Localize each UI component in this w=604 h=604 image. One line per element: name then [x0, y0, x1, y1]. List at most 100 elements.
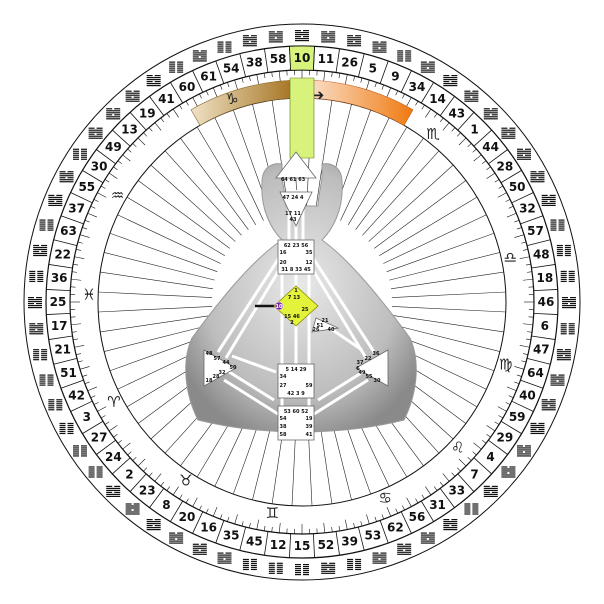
gate-divider	[400, 70, 412, 93]
ego-gate-label-40: 40	[328, 327, 335, 333]
tick-mark	[506, 212, 517, 218]
gate-divider	[192, 70, 204, 93]
hexagram-icon	[33, 244, 48, 257]
tick-mark	[256, 74, 259, 85]
spoke-line	[98, 306, 213, 313]
gate-number: 60	[179, 80, 196, 94]
gate-number: 32	[519, 202, 536, 216]
gate-number: 57	[527, 224, 544, 238]
gate-divider	[215, 520, 225, 544]
tick-mark	[353, 75, 355, 81]
gate-divider	[439, 96, 455, 116]
tick-mark	[82, 227, 88, 230]
gate-divider	[239, 53, 247, 78]
tick-mark	[527, 271, 533, 273]
hexagram-icon	[88, 127, 103, 139]
tick-mark	[514, 381, 520, 385]
tick-mark	[227, 82, 230, 88]
gate-divider	[379, 60, 389, 84]
gate-divider	[420, 500, 434, 522]
tick-mark	[433, 113, 438, 118]
sp-gate-label-49: 49	[359, 370, 366, 376]
tick-mark	[143, 467, 148, 472]
tick-mark	[506, 386, 517, 392]
hexagram-icon	[443, 74, 458, 87]
tick-mark	[505, 199, 511, 202]
gate-number: 9	[391, 70, 399, 84]
tick-mark	[458, 458, 467, 467]
tick-mark	[386, 87, 392, 98]
tick-mark	[132, 456, 137, 461]
gate-number: 20	[179, 510, 196, 524]
gate-divider	[215, 60, 225, 84]
hexagram-icon	[169, 532, 184, 544]
tick-mark	[249, 75, 251, 81]
gate-number: 48	[533, 247, 550, 261]
tick-mark	[108, 172, 118, 179]
tick-mark	[381, 514, 385, 520]
tick-mark	[508, 395, 514, 399]
gate-number: 18	[536, 271, 553, 285]
gate-number: 49	[105, 140, 122, 154]
gate-number: 41	[158, 92, 175, 106]
g-marker	[274, 301, 284, 311]
hexagram-icon	[217, 41, 232, 53]
ajna-center	[279, 191, 313, 227]
gate-divider	[170, 82, 184, 104]
gate-divider	[526, 357, 551, 365]
hexagram-icon	[28, 297, 42, 309]
gate-number: 23	[139, 484, 156, 498]
gate-number: 36	[51, 271, 68, 285]
left-arc	[190, 79, 303, 126]
gate-number: 10	[294, 51, 311, 65]
spoke-line	[214, 117, 264, 221]
tick-mark	[395, 508, 399, 514]
ajna-gate-labels-2: 17 11	[285, 211, 301, 217]
hexagram-icon	[48, 194, 63, 207]
spleen-gate-label-50: 50	[230, 365, 237, 371]
tick-mark	[172, 486, 179, 496]
highlight-beam	[289, 77, 315, 159]
pisces-glyph: ♓	[82, 286, 95, 304]
spoke-line	[117, 214, 221, 264]
gate-divider	[264, 531, 269, 556]
tick-mark	[205, 90, 209, 96]
tick-mark	[100, 185, 106, 189]
tick-mark	[415, 100, 419, 106]
gate-number: 54	[223, 62, 240, 76]
spoke-line	[100, 314, 214, 333]
gate-divider	[46, 289, 71, 292]
ajna-gate-labels-1: 47 24 4	[283, 195, 304, 201]
ego-gate-label-26: 26	[313, 327, 320, 333]
spleen-gate-label-57: 57	[214, 356, 221, 362]
gate-number: 47	[533, 343, 550, 357]
gate-number: 2	[125, 468, 133, 482]
gate-divider	[96, 439, 116, 455]
tick-mark	[93, 402, 99, 405]
hexagram-icon	[39, 219, 54, 231]
gate-number: 45	[246, 534, 263, 548]
gate-number: 61	[200, 70, 217, 84]
tick-mark	[271, 71, 273, 77]
spoke-line	[314, 100, 333, 214]
tick-mark	[338, 73, 341, 79]
gate-divider	[357, 526, 365, 551]
g-gate-label-25: 25	[302, 307, 309, 313]
tick-mark	[421, 104, 425, 110]
tick-mark	[323, 522, 326, 533]
hexagram-icon	[39, 374, 54, 386]
hexagram-icon	[217, 552, 232, 564]
gate-divider	[357, 53, 365, 78]
right-arc	[301, 79, 414, 126]
tick-mark	[374, 516, 377, 522]
spoke-line	[137, 180, 230, 249]
sacral-center	[277, 363, 315, 399]
spoke-line	[379, 196, 478, 256]
tick-mark	[525, 263, 531, 266]
tick-mark	[473, 154, 482, 162]
tick-mark	[323, 71, 326, 82]
sacral-gate-label-5: 42 3 9	[287, 391, 305, 397]
tick-mark	[84, 219, 90, 223]
tick-mark	[527, 331, 533, 333]
